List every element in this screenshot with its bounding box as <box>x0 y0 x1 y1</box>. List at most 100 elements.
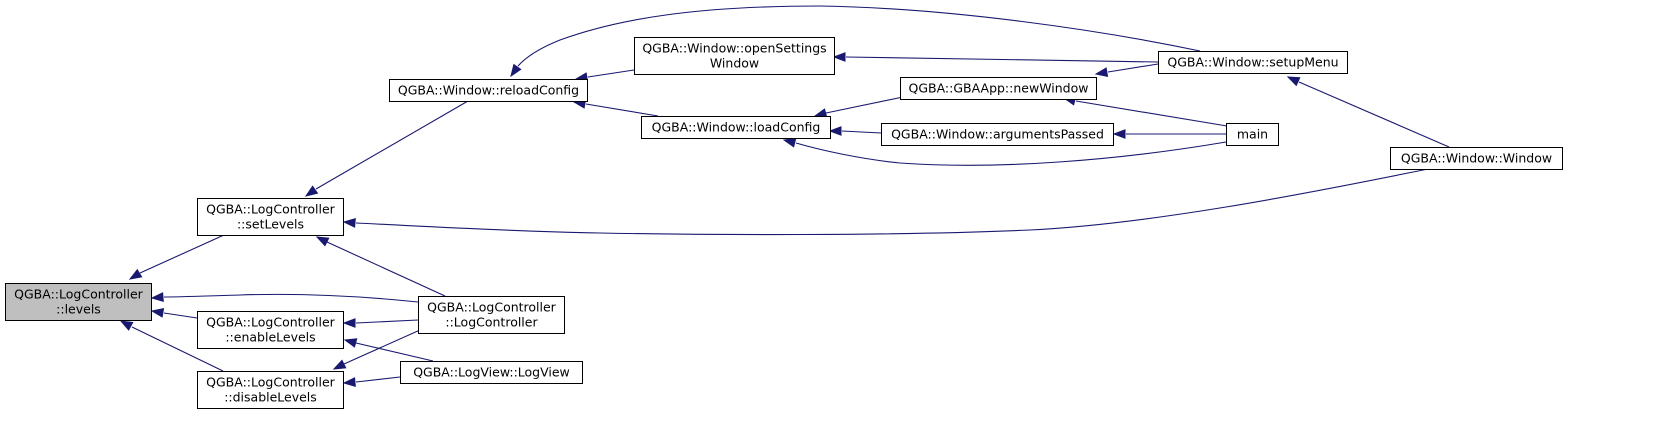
edge-disableLevels-to-levels <box>119 320 224 372</box>
nodes-layer: QGBA::LogController::levelsQGBA::LogCont… <box>5 37 1563 409</box>
node-label: ::LogController <box>445 315 538 330</box>
edge-line <box>355 376 401 383</box>
edge-windowCtor-to-setupMenu <box>1286 76 1450 148</box>
edge-logController-to-setLevels <box>315 236 446 297</box>
edge-windowCtor-to-setLevels <box>342 168 1429 236</box>
edge-line <box>355 168 1429 236</box>
edge-line <box>163 293 419 303</box>
node-label: QGBA::LogController <box>427 300 557 315</box>
node-box <box>1226 123 1279 146</box>
node-label: QGBA::LogController <box>14 287 144 302</box>
arrowhead-icon <box>342 377 356 387</box>
node-logController[interactable]: QGBA::LogController::LogController <box>418 296 565 334</box>
node-label: QGBA::LogView::LogView <box>413 365 570 380</box>
node-enableLevels[interactable]: QGBA::LogController::enableLevels <box>197 311 344 349</box>
edge-main-to-newWindow <box>1062 96 1228 127</box>
arrowhead-icon <box>1112 129 1126 139</box>
node-reloadConfig[interactable]: QGBA::Window::reloadConfig <box>389 79 588 102</box>
node-argumentsPassed[interactable]: QGBA::Window::argumentsPassed <box>881 123 1114 146</box>
edge-line <box>355 342 434 362</box>
node-label: ::disableLevels <box>224 390 317 405</box>
edge-line <box>131 326 224 372</box>
node-setLevels[interactable]: QGBA::LogController::setLevels <box>197 198 344 236</box>
edge-line <box>1075 100 1228 127</box>
edge-logController-to-levels <box>150 292 419 303</box>
edge-logView-to-disableLevels <box>342 376 401 387</box>
node-box <box>197 371 344 409</box>
arrowhead-icon <box>150 292 164 302</box>
node-levels[interactable]: QGBA::LogController::levels <box>5 283 152 321</box>
node-windowCtor[interactable]: QGBA::Window::Window <box>1390 147 1563 170</box>
edge-reloadConfig-to-setLevels <box>304 100 469 197</box>
node-label: QGBA::LogController <box>206 315 336 330</box>
edge-argumentsPassed-to-loadConfig <box>828 126 882 136</box>
arrowhead-icon <box>332 359 347 370</box>
edge-line <box>585 103 659 117</box>
edge-main-to-argumentsPassed <box>1112 129 1226 139</box>
arrowhead-icon <box>1094 67 1109 77</box>
edge-setupMenu-to-reloadConfig <box>510 5 1201 78</box>
arrowhead-icon <box>832 52 846 62</box>
arrowhead-icon <box>342 218 356 228</box>
edge-line <box>343 329 421 365</box>
arrowhead-icon <box>342 318 356 328</box>
node-label: QGBA::Window::reloadConfig <box>398 83 579 98</box>
edge-line <box>517 5 1201 67</box>
edge-logController-to-enableLevels <box>342 318 419 328</box>
edge-line <box>587 69 635 78</box>
edge-line <box>326 241 446 297</box>
node-box <box>389 79 588 102</box>
node-box <box>1390 147 1563 170</box>
node-label: QGBA::Window::setupMenu <box>1167 55 1338 70</box>
edge-line <box>355 319 419 324</box>
edge-loadConfig-to-reloadConfig <box>572 99 659 117</box>
node-label: main <box>1237 127 1268 142</box>
arrowhead-icon <box>813 108 828 118</box>
node-label: ::setLevels <box>237 217 304 232</box>
node-label: QGBA::Window::loadConfig <box>652 120 821 135</box>
node-logView[interactable]: QGBA::LogView::LogView <box>400 361 583 384</box>
node-box <box>5 283 152 321</box>
node-box <box>900 77 1097 100</box>
node-box <box>1158 51 1348 74</box>
edge-line <box>139 234 225 274</box>
edge-line <box>795 141 1227 166</box>
edge-setupMenu-to-openSettings <box>832 52 1159 63</box>
edge-setLevels-to-levels <box>128 234 225 280</box>
arrowhead-icon <box>315 236 330 247</box>
node-box <box>400 361 583 384</box>
node-box <box>418 296 565 334</box>
edge-line <box>315 100 469 190</box>
node-label: ::levels <box>56 302 101 317</box>
edge-line <box>841 130 882 134</box>
node-label: QGBA::Window::argumentsPassed <box>891 127 1104 142</box>
edge-line <box>825 96 904 114</box>
node-box <box>881 123 1114 146</box>
edges-layer <box>119 5 1450 387</box>
node-label: Window <box>710 56 759 71</box>
edge-setupMenu-to-newWindow <box>1094 63 1159 77</box>
edge-line <box>845 56 1159 63</box>
edge-main-to-loadConfig <box>782 138 1227 166</box>
node-setupMenu[interactable]: QGBA::Window::setupMenu <box>1158 51 1348 74</box>
node-disableLevels[interactable]: QGBA::LogController::disableLevels <box>197 371 344 409</box>
node-loadConfig[interactable]: QGBA::Window::loadConfig <box>641 116 831 139</box>
node-main[interactable]: main <box>1226 123 1279 146</box>
edge-logView-to-enableLevels <box>343 338 434 362</box>
arrowhead-icon <box>782 138 797 148</box>
node-box <box>641 116 831 139</box>
node-label: QGBA::Window::Window <box>1401 151 1552 166</box>
node-newWindow[interactable]: QGBA::GBAApp::newWindow <box>900 77 1097 100</box>
arrowhead-icon <box>304 185 319 197</box>
arrowhead-icon <box>150 308 165 318</box>
edge-newWindow-to-loadConfig <box>813 96 904 118</box>
edge-line <box>1107 63 1159 73</box>
node-label: QGBA::LogController <box>206 202 336 217</box>
node-label: QGBA::Window::openSettings <box>642 41 826 56</box>
arrowhead-icon <box>510 63 522 78</box>
edge-enableLevels-to-levels <box>150 308 198 319</box>
edge-logController-to-disableLevels <box>332 329 421 370</box>
edge-line <box>1298 81 1450 148</box>
